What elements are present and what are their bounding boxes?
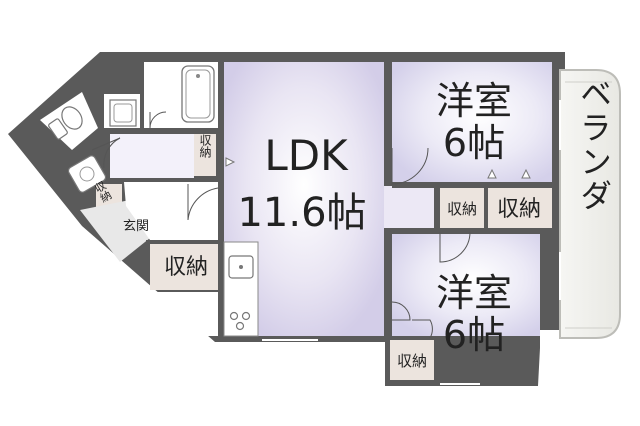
western-room-2	[392, 232, 540, 336]
door-swings	[91, 111, 471, 339]
balcony-label: ベランダ	[575, 77, 613, 213]
interior-walls	[104, 62, 552, 336]
closet-upper-small-label: 収納	[447, 200, 477, 218]
western-room-2-size: 6帖	[443, 313, 505, 357]
entrance-label: 玄関	[123, 219, 149, 234]
hallway	[110, 134, 194, 178]
closet-entry	[150, 244, 218, 290]
western-room-1-size: 6帖	[443, 121, 505, 165]
closet-lower-small	[390, 340, 434, 380]
closet-bath-label: 収納	[198, 134, 212, 158]
entry-floor	[124, 182, 220, 240]
kitchen-area	[150, 292, 220, 336]
closet-upper-label: 収納	[497, 197, 541, 222]
toilet-icon	[48, 106, 83, 140]
western-room-2-label: 洋室	[436, 271, 512, 315]
closet-lower-small-label: 収納	[397, 352, 427, 370]
western-room-1	[392, 62, 552, 182]
washing-machine-icon	[67, 155, 107, 193]
sink-drain-icon	[239, 265, 243, 269]
stove-icon	[229, 311, 251, 331]
closet-upper	[486, 188, 552, 228]
hall-corridor	[384, 186, 440, 228]
closet-bath	[194, 134, 216, 176]
closet-entry-label: 収納	[164, 255, 208, 280]
ldk-label: LDK	[264, 131, 349, 180]
windows	[262, 100, 561, 385]
balcony	[559, 69, 621, 339]
bathtub-icon	[181, 65, 215, 123]
ldk-size-label: 11.6帖	[237, 190, 366, 236]
western-room-1-label: 洋室	[436, 79, 512, 123]
closet-upper-small	[440, 188, 484, 228]
opening-marks	[225, 157, 531, 179]
entrance-area	[80, 200, 150, 262]
